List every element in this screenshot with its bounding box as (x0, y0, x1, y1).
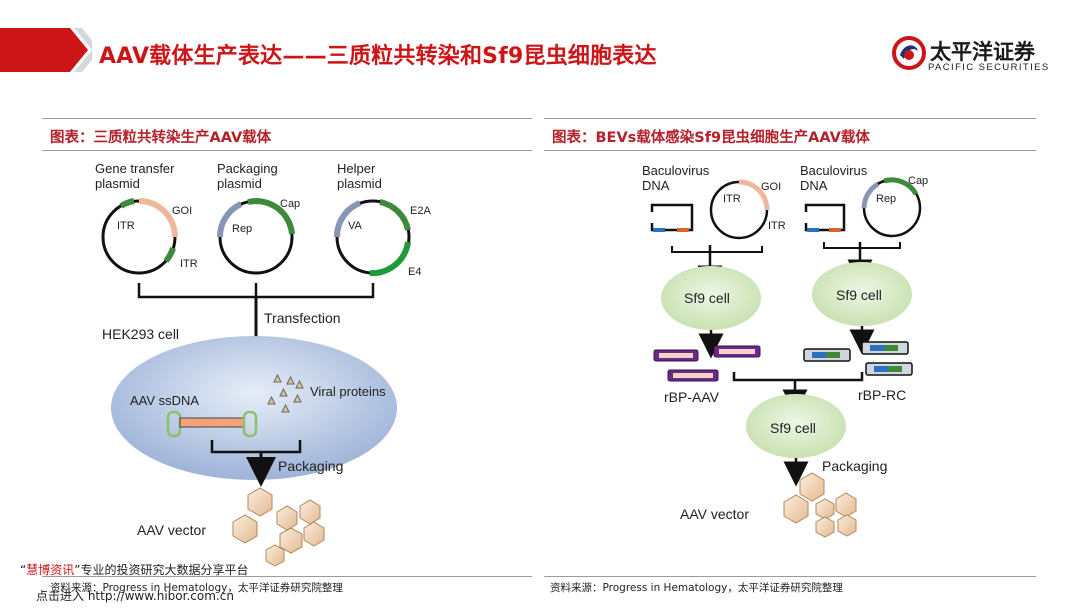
right-sf9-cell-label: Sf9 cell (836, 287, 882, 303)
left-sf9-cell-shape (661, 266, 761, 330)
itr-label-outer: ITR (180, 258, 198, 270)
right-cap-label: Cap (908, 175, 929, 187)
right-panel-top-rule (544, 118, 1036, 119)
right-sf9-cell-shape (812, 262, 912, 326)
watermark-text: “慧博资讯”专业的投资研究大数据分享平台 (20, 563, 249, 577)
left-panel-mid-rule (42, 150, 532, 151)
cap-label: Cap (280, 198, 301, 210)
bottom-sf9-cell-label: Sf9 cell (770, 420, 816, 436)
bottom-sf9-cell-shape (746, 394, 846, 458)
rep-label: Rep (232, 223, 253, 235)
aav-ssdna-label: AAV ssDNA (130, 393, 200, 408)
right-baculovirus-dna-icon (804, 203, 846, 232)
transfection-label: Transfection (264, 310, 341, 326)
left-panel-title: 图表：三质粒共转染生产AAV载体 (50, 130, 272, 146)
slide-title: AAV载体生产表达——三质粒共转染和Sf9昆虫细胞表达 (99, 44, 657, 69)
aav-vector-capsids-icon (232, 487, 325, 567)
watermark-link[interactable]: 点击进入 http://www.hibor.com.cn (36, 589, 234, 603)
right-diagram (650, 177, 922, 538)
rbp-aav-label: rBP-AAV (664, 389, 719, 405)
gene-transfer-plasmid-icon (101, 198, 178, 275)
left-aav-vector-label: AAV vector (137, 522, 206, 538)
right-panel-source: 资料来源：Progress in Hematology，太平洋证券研究院整理 (550, 582, 843, 594)
va-label: VA (348, 220, 362, 232)
right-rep-cap-plasmid-icon (861, 177, 922, 238)
goi-label: GOI (172, 205, 193, 217)
left-panel-bottom-rule (42, 576, 532, 577)
helper-plasmid-icon (333, 199, 411, 277)
aav-ssdna-icon (166, 410, 258, 438)
brand-logo-icon (892, 36, 926, 70)
e2a-label: E2A (410, 205, 431, 217)
viral-proteins-label: Viral proteins (310, 384, 386, 399)
right-aav-vector-label: AAV vector (680, 506, 749, 522)
right-aav-vector-capsids-icon (783, 472, 857, 538)
hek293-cell-shape (111, 336, 397, 480)
viral-proteins-icon (267, 373, 304, 413)
header-arrow-decoration (0, 28, 92, 72)
left-goi-plasmid-icon (709, 179, 770, 240)
brand-name-cn: 太平洋证券 (930, 40, 1035, 64)
brand-name-en: PACIFIC SECURITIES (928, 62, 1050, 73)
left-panel-source: 资料来源：Progress in Hematology，太平洋证券研究院整理 (50, 582, 343, 594)
rbp-aav-particles-icon (653, 345, 761, 382)
packaging-plasmid-icon (216, 198, 295, 275)
left-panel-top-rule (42, 118, 532, 119)
right-packaging-label: Packaging (822, 458, 888, 474)
right-goi-label: GOI (761, 181, 782, 193)
hek293-cell-label: HEK293 cell (102, 326, 180, 342)
right-panel-title: 图表：BEVs载体感染Sf9昆虫细胞生产AAV载体 (552, 130, 870, 146)
right-panel-bottom-rule (544, 576, 1036, 577)
itr-label-inner: ITR (117, 220, 135, 232)
right-rep-label: Rep (876, 193, 897, 205)
rbp-rc-particles-icon (803, 341, 913, 376)
right-panel-mid-rule (544, 150, 1036, 151)
right-itr-outer-label: ITR (768, 220, 786, 232)
left-sf9-cell-label: Sf9 cell (684, 290, 730, 306)
rbp-rc-label: rBP-RC (858, 387, 907, 403)
left-diagram (101, 198, 411, 567)
left-baculovirus-dna-icon (650, 203, 694, 232)
right-itr-inner-label: ITR (723, 193, 741, 205)
e4-label: E4 (408, 266, 422, 278)
left-packaging-label: Packaging (278, 458, 344, 474)
